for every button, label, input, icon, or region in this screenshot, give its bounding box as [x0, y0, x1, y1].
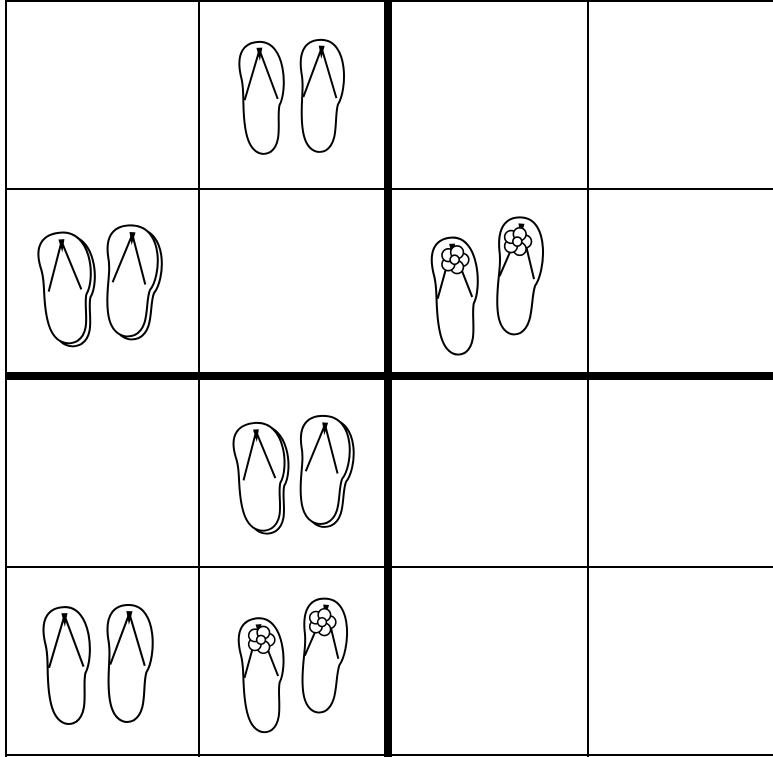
empty-cell[interactable]: [387, 0, 589, 189]
sandal-cell[interactable]: [200, 567, 387, 757]
thick-sole-flip-flop-icon: [200, 376, 387, 567]
empty-cell[interactable]: [589, 567, 773, 757]
box-divider-horizontal: [5, 372, 773, 380]
flip-flop-sandals-icon: [0, 567, 200, 757]
sandal-cell[interactable]: [387, 189, 589, 376]
empty-cell[interactable]: [589, 0, 773, 189]
empty-cell[interactable]: [200, 189, 387, 376]
empty-cell[interactable]: [0, 0, 200, 189]
sandal-cell[interactable]: [200, 0, 387, 189]
empty-cell[interactable]: [387, 567, 589, 757]
empty-cell[interactable]: [589, 189, 773, 376]
thick-sole-flip-flop-icon: [0, 189, 200, 376]
sandal-cell[interactable]: [0, 567, 200, 757]
flower-flip-flop-icon: [387, 189, 589, 376]
empty-cell[interactable]: [387, 376, 589, 567]
sandal-cell[interactable]: [200, 376, 387, 567]
flip-flop-sandals-icon: [200, 0, 387, 189]
empty-cell[interactable]: [0, 376, 200, 567]
sandal-cell[interactable]: [0, 189, 200, 376]
flower-flip-flop-icon: [200, 567, 387, 757]
empty-cell[interactable]: [589, 376, 773, 567]
